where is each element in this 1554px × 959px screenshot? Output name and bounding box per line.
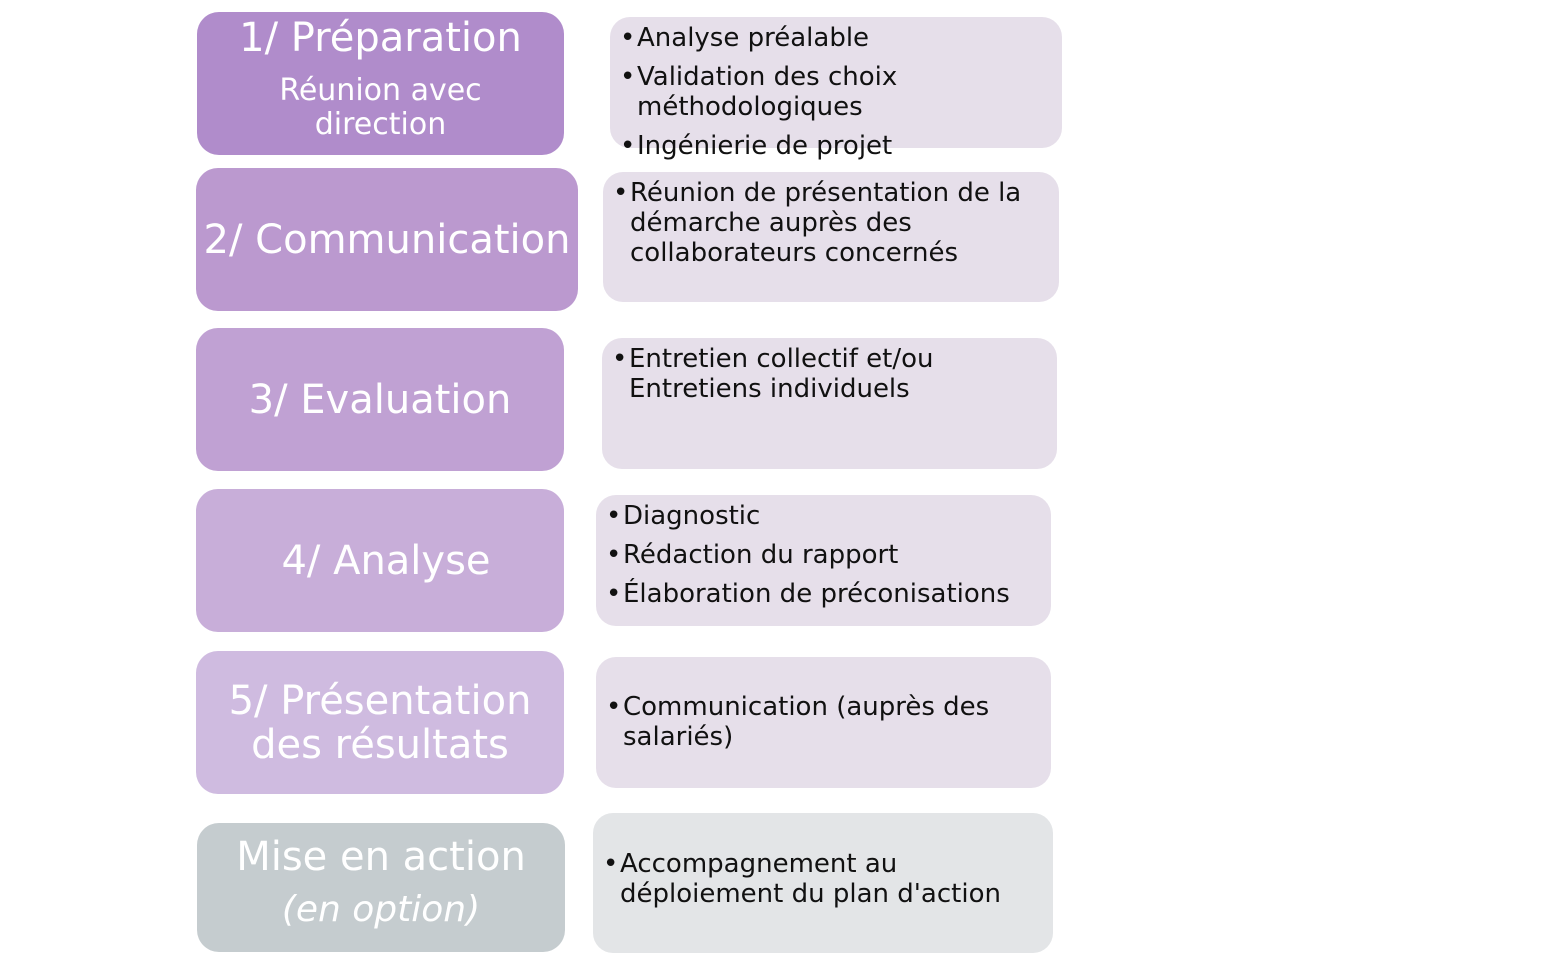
stage-communication: 2/ Communication	[196, 168, 578, 311]
list-item: Communication (auprès des salariés)	[606, 692, 989, 752]
detail-presentation: Communication (auprès des salariés)	[596, 657, 1051, 788]
bullet-list: Analyse préalable Validation des choix m…	[620, 23, 897, 170]
stage-evaluation: 3/ Evaluation	[196, 328, 564, 471]
stage-subtitle: Réunion avec direction	[279, 73, 482, 142]
list-item: Réunion de présentation de la démarche a…	[613, 178, 1021, 268]
stage-title: 1/ Préparation	[239, 15, 522, 61]
stage-title: 2/ Communication	[203, 216, 571, 263]
stage-subtitle: (en option)	[281, 889, 481, 930]
detail-analyse: Diagnostic Rédaction du rapport Élaborat…	[596, 495, 1051, 626]
list-item: Validation des choix méthodologiques	[620, 62, 897, 122]
bullet-list: Entretien collectif et/ou Entretiens ind…	[612, 344, 933, 413]
list-item: Élaboration de préconisations	[606, 579, 1010, 609]
stage-presentation: 5/ Présentation des résultats	[196, 651, 564, 794]
stage-preparation: 1/ Préparation Réunion avec direction	[197, 12, 564, 155]
stage-mise-en-action: Mise en action (en option)	[197, 823, 565, 952]
detail-evaluation: Entretien collectif et/ou Entretiens ind…	[602, 338, 1057, 469]
detail-preparation: Analyse préalable Validation des choix m…	[610, 17, 1062, 161]
detail-mise-en-action: Accompagnement au déploiement du plan d'…	[593, 813, 1053, 953]
list-item: Ingénierie de projet	[620, 131, 897, 161]
stage-title: 5/ Présentation des résultats	[228, 677, 532, 768]
list-item: Entretien collectif et/ou Entretiens ind…	[612, 344, 933, 404]
list-item: Diagnostic	[606, 501, 1010, 531]
stage-title: Mise en action	[236, 834, 526, 880]
detail-communication: Réunion de présentation de la démarche a…	[603, 172, 1059, 302]
bullet-list: Réunion de présentation de la démarche a…	[613, 178, 1021, 277]
bullet-list: Accompagnement au déploiement du plan d'…	[603, 849, 1001, 918]
list-item: Accompagnement au déploiement du plan d'…	[603, 849, 1001, 909]
bullet-list: Diagnostic Rédaction du rapport Élaborat…	[606, 501, 1010, 618]
bullet-list: Communication (auprès des salariés)	[606, 692, 989, 761]
list-item: Analyse préalable	[620, 23, 897, 53]
stage-title: 3/ Evaluation	[248, 376, 512, 423]
list-item: Rédaction du rapport	[606, 540, 1010, 570]
stage-analyse: 4/ Analyse	[196, 489, 564, 632]
stage-title: 4/ Analyse	[281, 537, 491, 584]
